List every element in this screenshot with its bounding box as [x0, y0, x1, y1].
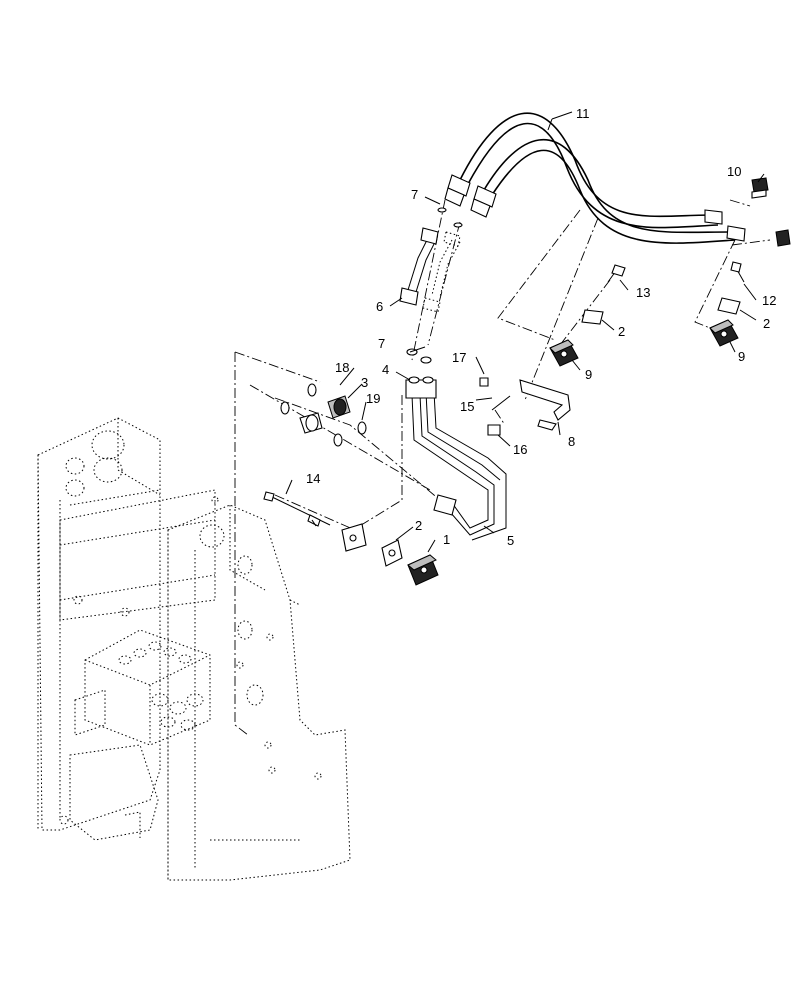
callout-18: 18 — [335, 360, 349, 375]
callout-19: 19 — [366, 391, 380, 406]
callout-7-lower: 7 — [378, 336, 385, 351]
small-parts — [263, 177, 791, 586]
callout-7-upper: 7 — [411, 187, 418, 202]
callout-2-lower: 2 — [415, 518, 422, 533]
center-lines — [234, 199, 771, 736]
callout-labels: 11 10 7 13 12 6 2 2 7 17 9 9 18 4 3 19 1… — [306, 106, 776, 548]
callout-13: 13 — [636, 285, 650, 300]
callout-5: 5 — [507, 533, 514, 548]
callout-6: 6 — [376, 299, 383, 314]
callout-17: 17 — [452, 350, 466, 365]
callout-8: 8 — [568, 434, 575, 449]
callout-11: 11 — [576, 106, 590, 121]
callout-2-right: 2 — [763, 316, 770, 331]
callout-9-middle: 9 — [585, 367, 592, 382]
leader-lines — [285, 111, 765, 553]
callout-1: 1 — [443, 532, 450, 547]
callout-12: 12 — [762, 293, 776, 308]
callout-2-middle: 2 — [618, 324, 625, 339]
loader-frame — [37, 417, 351, 881]
callout-15: 15 — [460, 399, 474, 414]
callout-16: 16 — [513, 442, 527, 457]
callout-4: 4 — [382, 362, 389, 377]
tube-assembly — [405, 376, 507, 541]
callout-3: 3 — [361, 375, 368, 390]
control-valve — [69, 629, 211, 841]
callout-9-right: 9 — [738, 349, 745, 364]
callout-14: 14 — [306, 471, 320, 486]
steel-tubes — [399, 227, 461, 313]
callout-10: 10 — [727, 164, 741, 179]
hose-assembly — [444, 112, 746, 244]
